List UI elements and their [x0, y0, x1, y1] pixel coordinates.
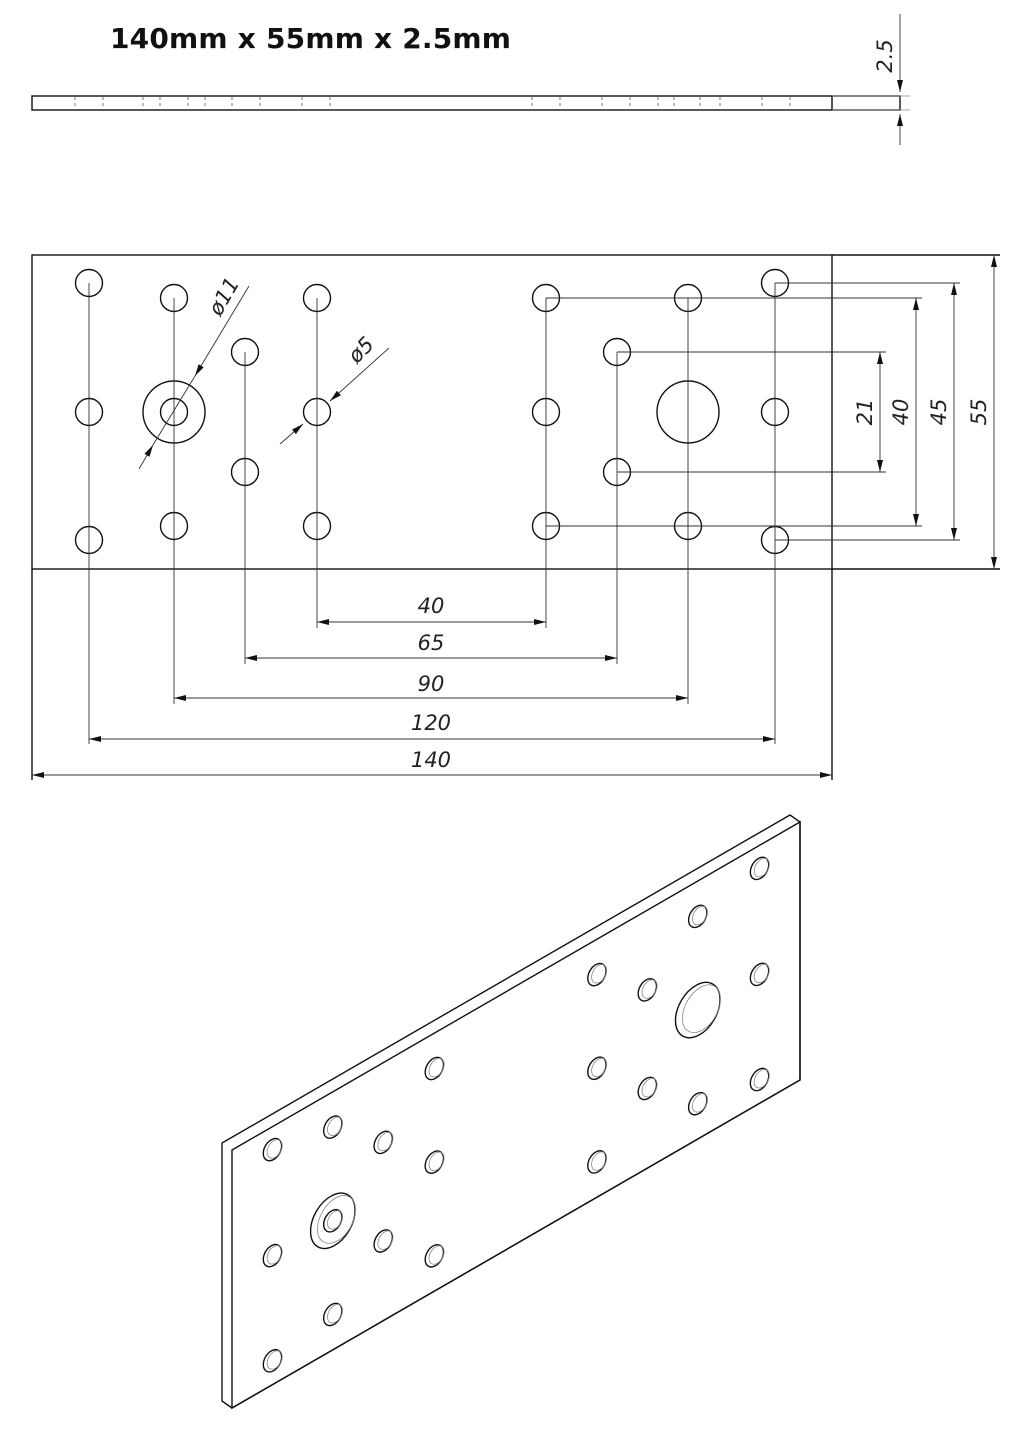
isometric-view — [221, 814, 801, 1410]
side-view-outline — [31, 95, 901, 111]
spacing-second-label: 90 — [418, 672, 445, 696]
front-view: 40 65 90 120 140 21 40 45 55 ø11 ø5 — [31, 254, 1000, 780]
iso-small-hole — [637, 978, 658, 1002]
page-title: 140mm x 55mm x 2.5mm — [110, 22, 512, 55]
diameter-callouts: ø11 ø5 — [138, 273, 390, 470]
iso-small-hole — [424, 1150, 445, 1174]
side-view-hidden-lines — [74, 97, 791, 109]
large-hole-diameter-label: ø11 — [203, 273, 244, 320]
iso-small-hole — [749, 856, 770, 881]
iso-small-hole — [322, 1208, 343, 1233]
iso-large-hole — [674, 981, 721, 1039]
extension-lines — [88, 283, 776, 744]
iso-small-hole — [587, 962, 608, 987]
width-overall-label: 55 — [967, 399, 991, 426]
side-view: 2.5 — [31, 14, 910, 145]
height-inner-label: 40 — [889, 399, 913, 426]
iso-small-hole — [587, 1056, 608, 1081]
holes — [74, 268, 790, 555]
iso-small-hole — [637, 1076, 658, 1101]
iso-small-hole — [687, 904, 708, 929]
iso-small-hole — [373, 1130, 394, 1155]
vertical-dimensions: 21 40 45 55 — [853, 255, 997, 569]
iso-small-hole — [262, 1243, 283, 1268]
iso-small-hole — [587, 1150, 608, 1174]
iso-large-hole — [309, 1192, 356, 1250]
iso-small-hole — [424, 1243, 445, 1268]
iso-small-hole — [424, 1056, 445, 1081]
iso-holes — [262, 856, 770, 1373]
iso-small-hole — [749, 962, 770, 987]
iso-small-hole — [322, 1115, 343, 1139]
iso-small-hole — [373, 1229, 394, 1253]
iso-small-hole — [262, 1137, 283, 1162]
spacing-third-label: 65 — [418, 631, 445, 655]
spacing-inner-label: 40 — [418, 594, 445, 618]
thickness-label: 2.5 — [873, 39, 897, 72]
iso-small-hole — [687, 1091, 708, 1116]
length-overall-label: 140 — [411, 748, 451, 772]
plate-outline — [31, 254, 833, 570]
small-hole-diameter-label: ø5 — [343, 332, 379, 368]
height-center-label: 21 — [853, 399, 877, 426]
right-extension-lines — [546, 282, 960, 541]
iso-plate-edge — [221, 814, 801, 1409]
horizontal-dimensions: 40 65 90 120 140 — [32, 594, 832, 778]
iso-plate-face — [231, 820, 801, 1410]
spacing-outer-label: 120 — [411, 711, 451, 735]
iso-small-hole — [749, 1067, 770, 1092]
height-outer-label: 45 — [927, 399, 951, 426]
iso-small-hole — [262, 1348, 283, 1373]
iso-small-hole — [322, 1302, 343, 1327]
